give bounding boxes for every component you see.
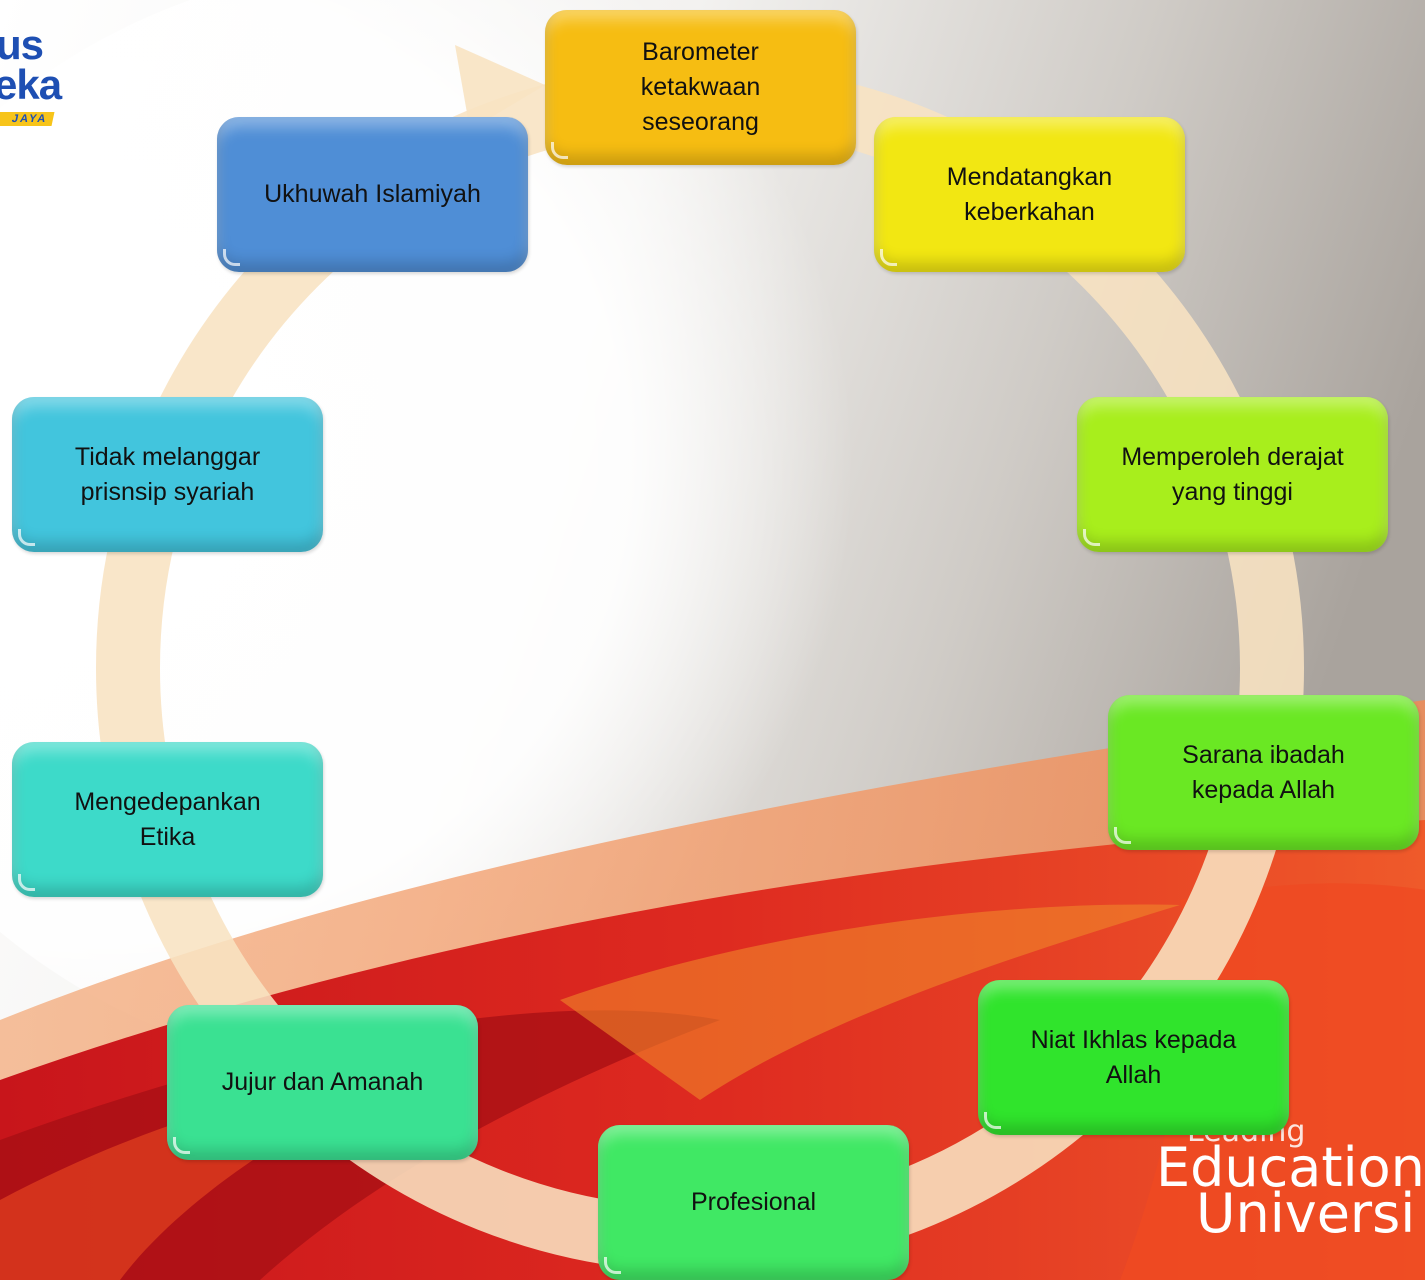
cycle-node-barometer: Barometer ketakwaan seseorang — [545, 10, 856, 165]
logo-text-top: us — [0, 21, 44, 68]
cycle-node-keberkahan: Mendatangkan keberkahan — [874, 117, 1185, 272]
cycle-node-niat-ikhlas: Niat Ikhlas kepada Allah — [978, 980, 1289, 1135]
logo-text-bottom: eka — [0, 61, 62, 108]
cycle-node-etika: Mengedepankan Etika — [12, 742, 323, 897]
cycle-node-profesional: Profesional — [598, 1125, 909, 1280]
node-label: Tidak melanggar prisnsip syariah — [74, 442, 261, 506]
node-label: Jujur dan Amanah — [221, 1068, 424, 1096]
cycle-node-syariah: Tidak melanggar prisnsip syariah — [12, 397, 323, 552]
node-label: Sarana ibadah kepada Allah — [1182, 740, 1345, 804]
cycle-node-derajat: Memperoleh derajat yang tinggi — [1077, 397, 1388, 552]
brand-line-education: Education — [1156, 1136, 1425, 1199]
university-logo: us eka JAYA — [0, 18, 90, 128]
logo-tag: JAYA — [0, 112, 55, 126]
node-label: Memperoleh derajat yang tinggi — [1121, 442, 1344, 506]
brand-line-university: Universi — [1196, 1182, 1416, 1245]
node-label: Mengedepankan Etika — [74, 787, 261, 851]
cycle-node-jujur-amanah: Jujur dan Amanah — [167, 1005, 478, 1160]
cycle-node-ibadah: Sarana ibadah kepada Allah — [1108, 695, 1419, 850]
node-label: Profesional — [690, 1188, 817, 1216]
cycle-node-ukhuwah: Ukhuwah Islamiyah — [217, 117, 528, 272]
node-label: Ukhuwah Islamiyah — [264, 180, 481, 208]
node-label: Barometer ketakwaan seseorang — [640, 38, 761, 136]
node-label: Mendatangkan keberkahan — [946, 162, 1113, 226]
node-label: Niat Ikhlas kepada Allah — [1030, 1025, 1237, 1089]
